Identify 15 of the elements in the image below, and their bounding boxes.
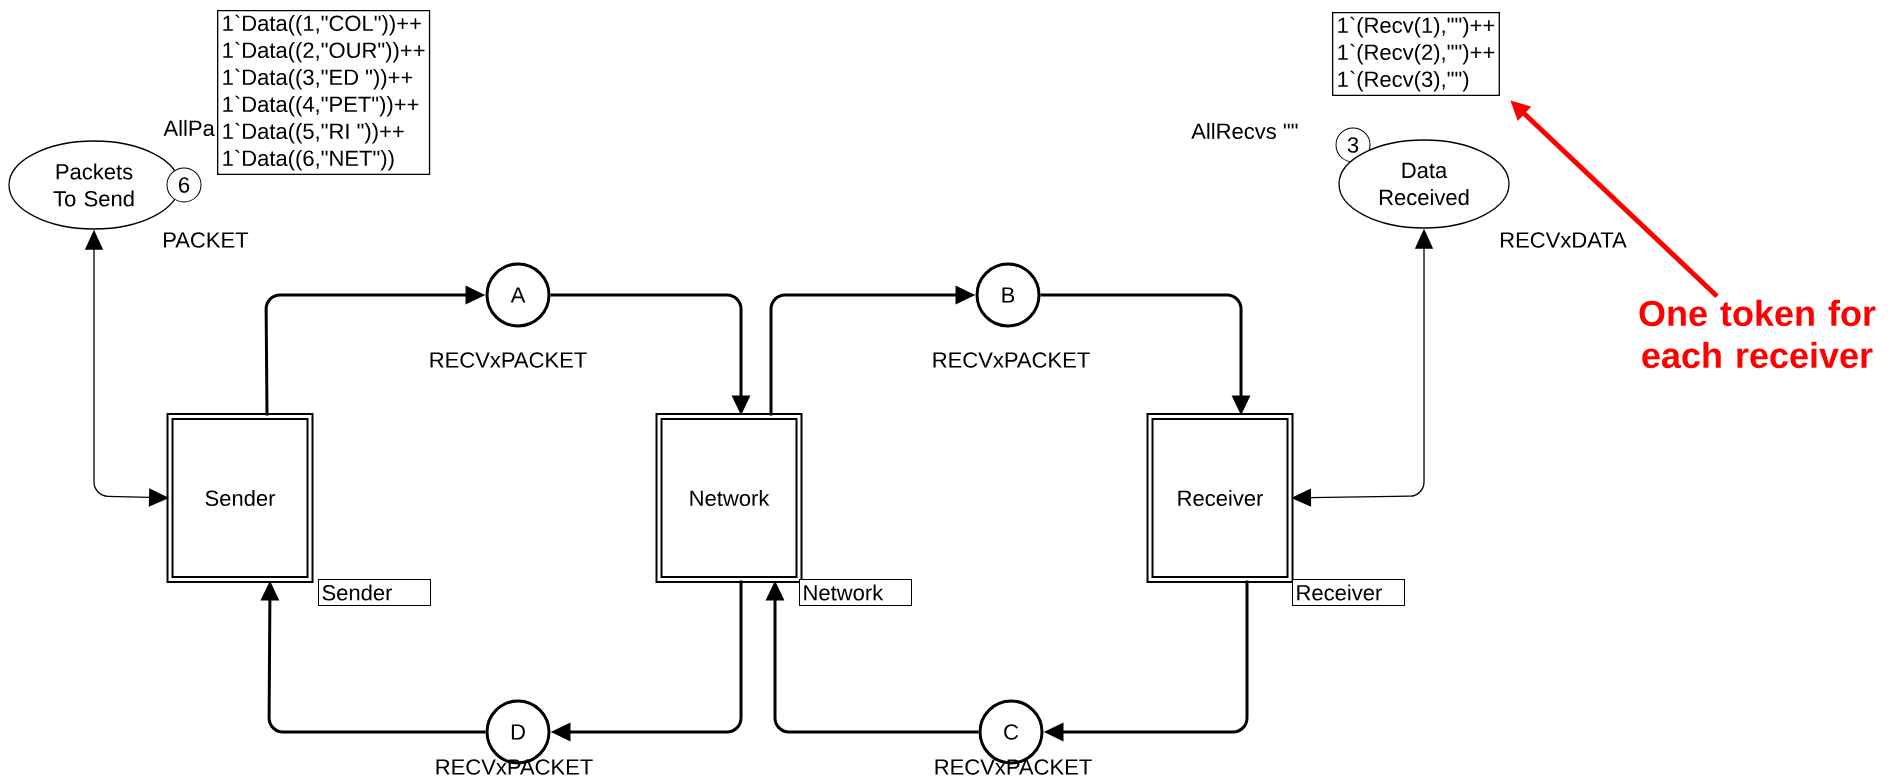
hierarchy-tag: Receiver bbox=[1292, 579, 1405, 606]
substitution-transition-box: Sender bbox=[166, 413, 314, 583]
substitution-transition-box: Receiver bbox=[1146, 413, 1294, 583]
color-set-label: RECVxDATA bbox=[1501, 232, 1627, 248]
initial-marking-box: 1`Data((1,"COL"))++ 1`Data((2,"OUR"))++ 1`Data((3,"ED "))++ 1`Data((4,"PET"))++ 1`Data((5,"RI "))++ 1`Data((6,"NET")) bbox=[217, 10, 431, 176]
substitution-transition-box: Network bbox=[655, 413, 803, 583]
hierarchy-tag: Network bbox=[799, 579, 912, 606]
hierarchy-tag: Sender bbox=[318, 579, 431, 606]
color-set-label: RECVxPACKET bbox=[430, 352, 587, 368]
annotation-text: One token for each receiver bbox=[1639, 299, 1876, 369]
marking-label: AllPa bbox=[163, 119, 215, 137]
marking-label: AllRecvs "" bbox=[1191, 122, 1298, 140]
color-set-label: PACKET bbox=[164, 232, 249, 248]
initial-marking-box: 1`(Recv(1),"")++ 1`(Recv(2),"")++ 1`(Recv(3),"") bbox=[1332, 12, 1500, 97]
color-set-label: RECVxPACKET bbox=[933, 352, 1090, 368]
